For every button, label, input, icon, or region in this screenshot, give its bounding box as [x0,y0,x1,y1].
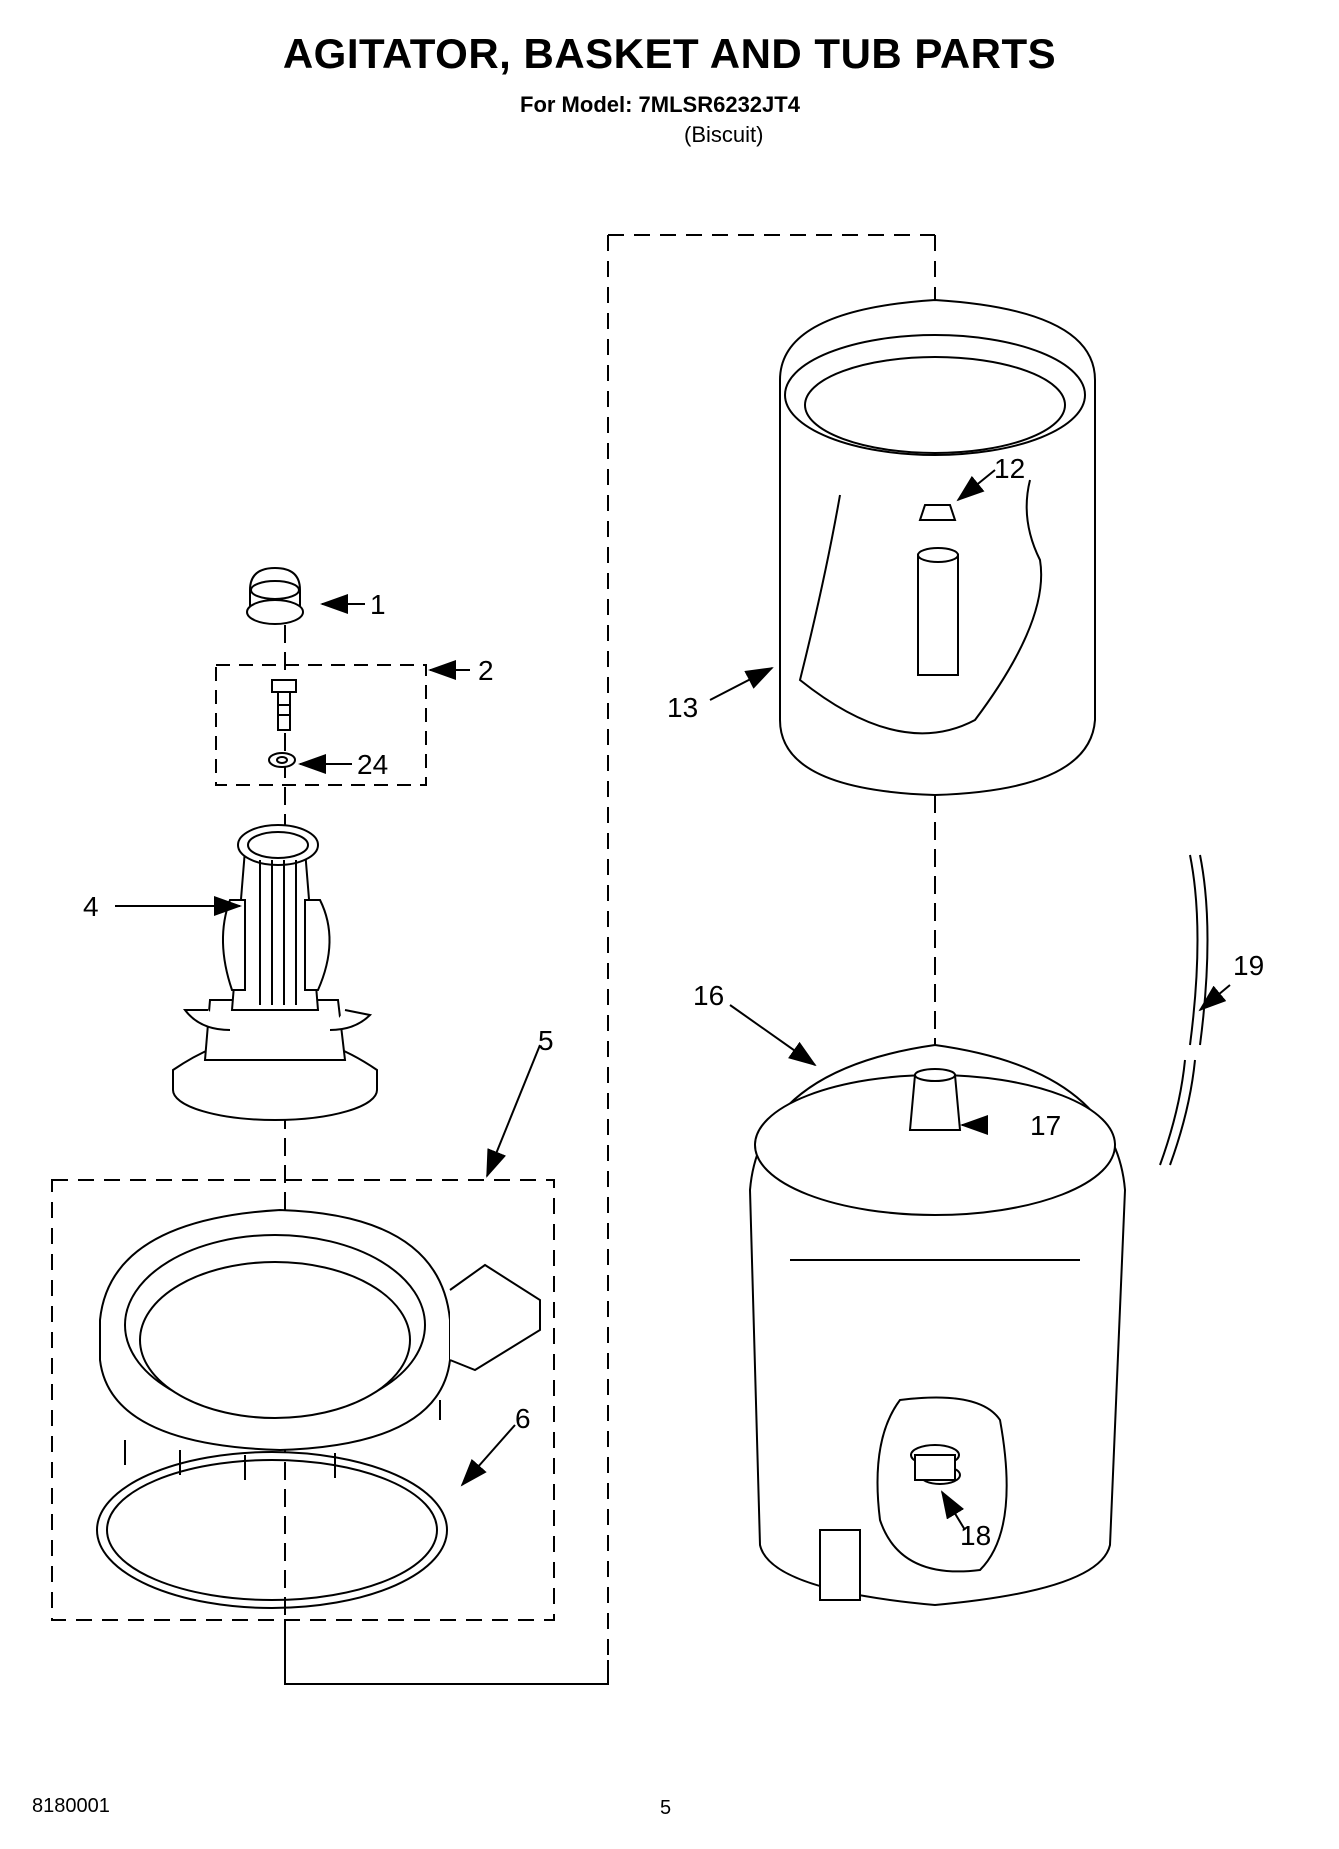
callout-1: 1 [370,589,386,620]
callout-24: 24 [357,749,388,780]
callout-5: 5 [538,1025,554,1056]
bolt-part [271,679,297,731]
washer-part-24 [268,752,296,768]
callout-2: 2 [478,655,494,686]
model-line: For Model: 7MLSR6232JT4 [520,92,800,117]
callout-17: 17 [1030,1110,1061,1141]
document-code: 8180001 [32,1795,110,1817]
hose-part [1159,854,1209,1166]
callout-6: 6 [515,1403,531,1434]
bolt-kit-box [215,664,427,786]
seal-part-17 [908,1068,962,1131]
tub-ring-part [99,1208,541,1480]
page-title: AGITATOR, BASKET AND TUB PARTS [282,30,1057,77]
tub-ring-kit-box [51,1179,555,1621]
leader-arrows [115,469,1231,1531]
callout-12: 12 [994,453,1025,484]
solid-return-path [284,1620,609,1685]
callout-16: 16 [693,980,724,1011]
page-number: 5 [660,1797,672,1819]
basket-part [779,298,1096,797]
callout-19: 19 [1233,950,1264,981]
callout-18: 18 [960,1520,991,1551]
gasket-part [96,1451,448,1609]
drain-fitting-part-18 [910,1444,960,1481]
callout-4: 4 [83,891,99,922]
color-variant: (Biscuit) [684,122,764,147]
callout-13: 13 [667,692,698,723]
agitator-part [172,824,378,1121]
agitator-cap-part [246,566,304,625]
